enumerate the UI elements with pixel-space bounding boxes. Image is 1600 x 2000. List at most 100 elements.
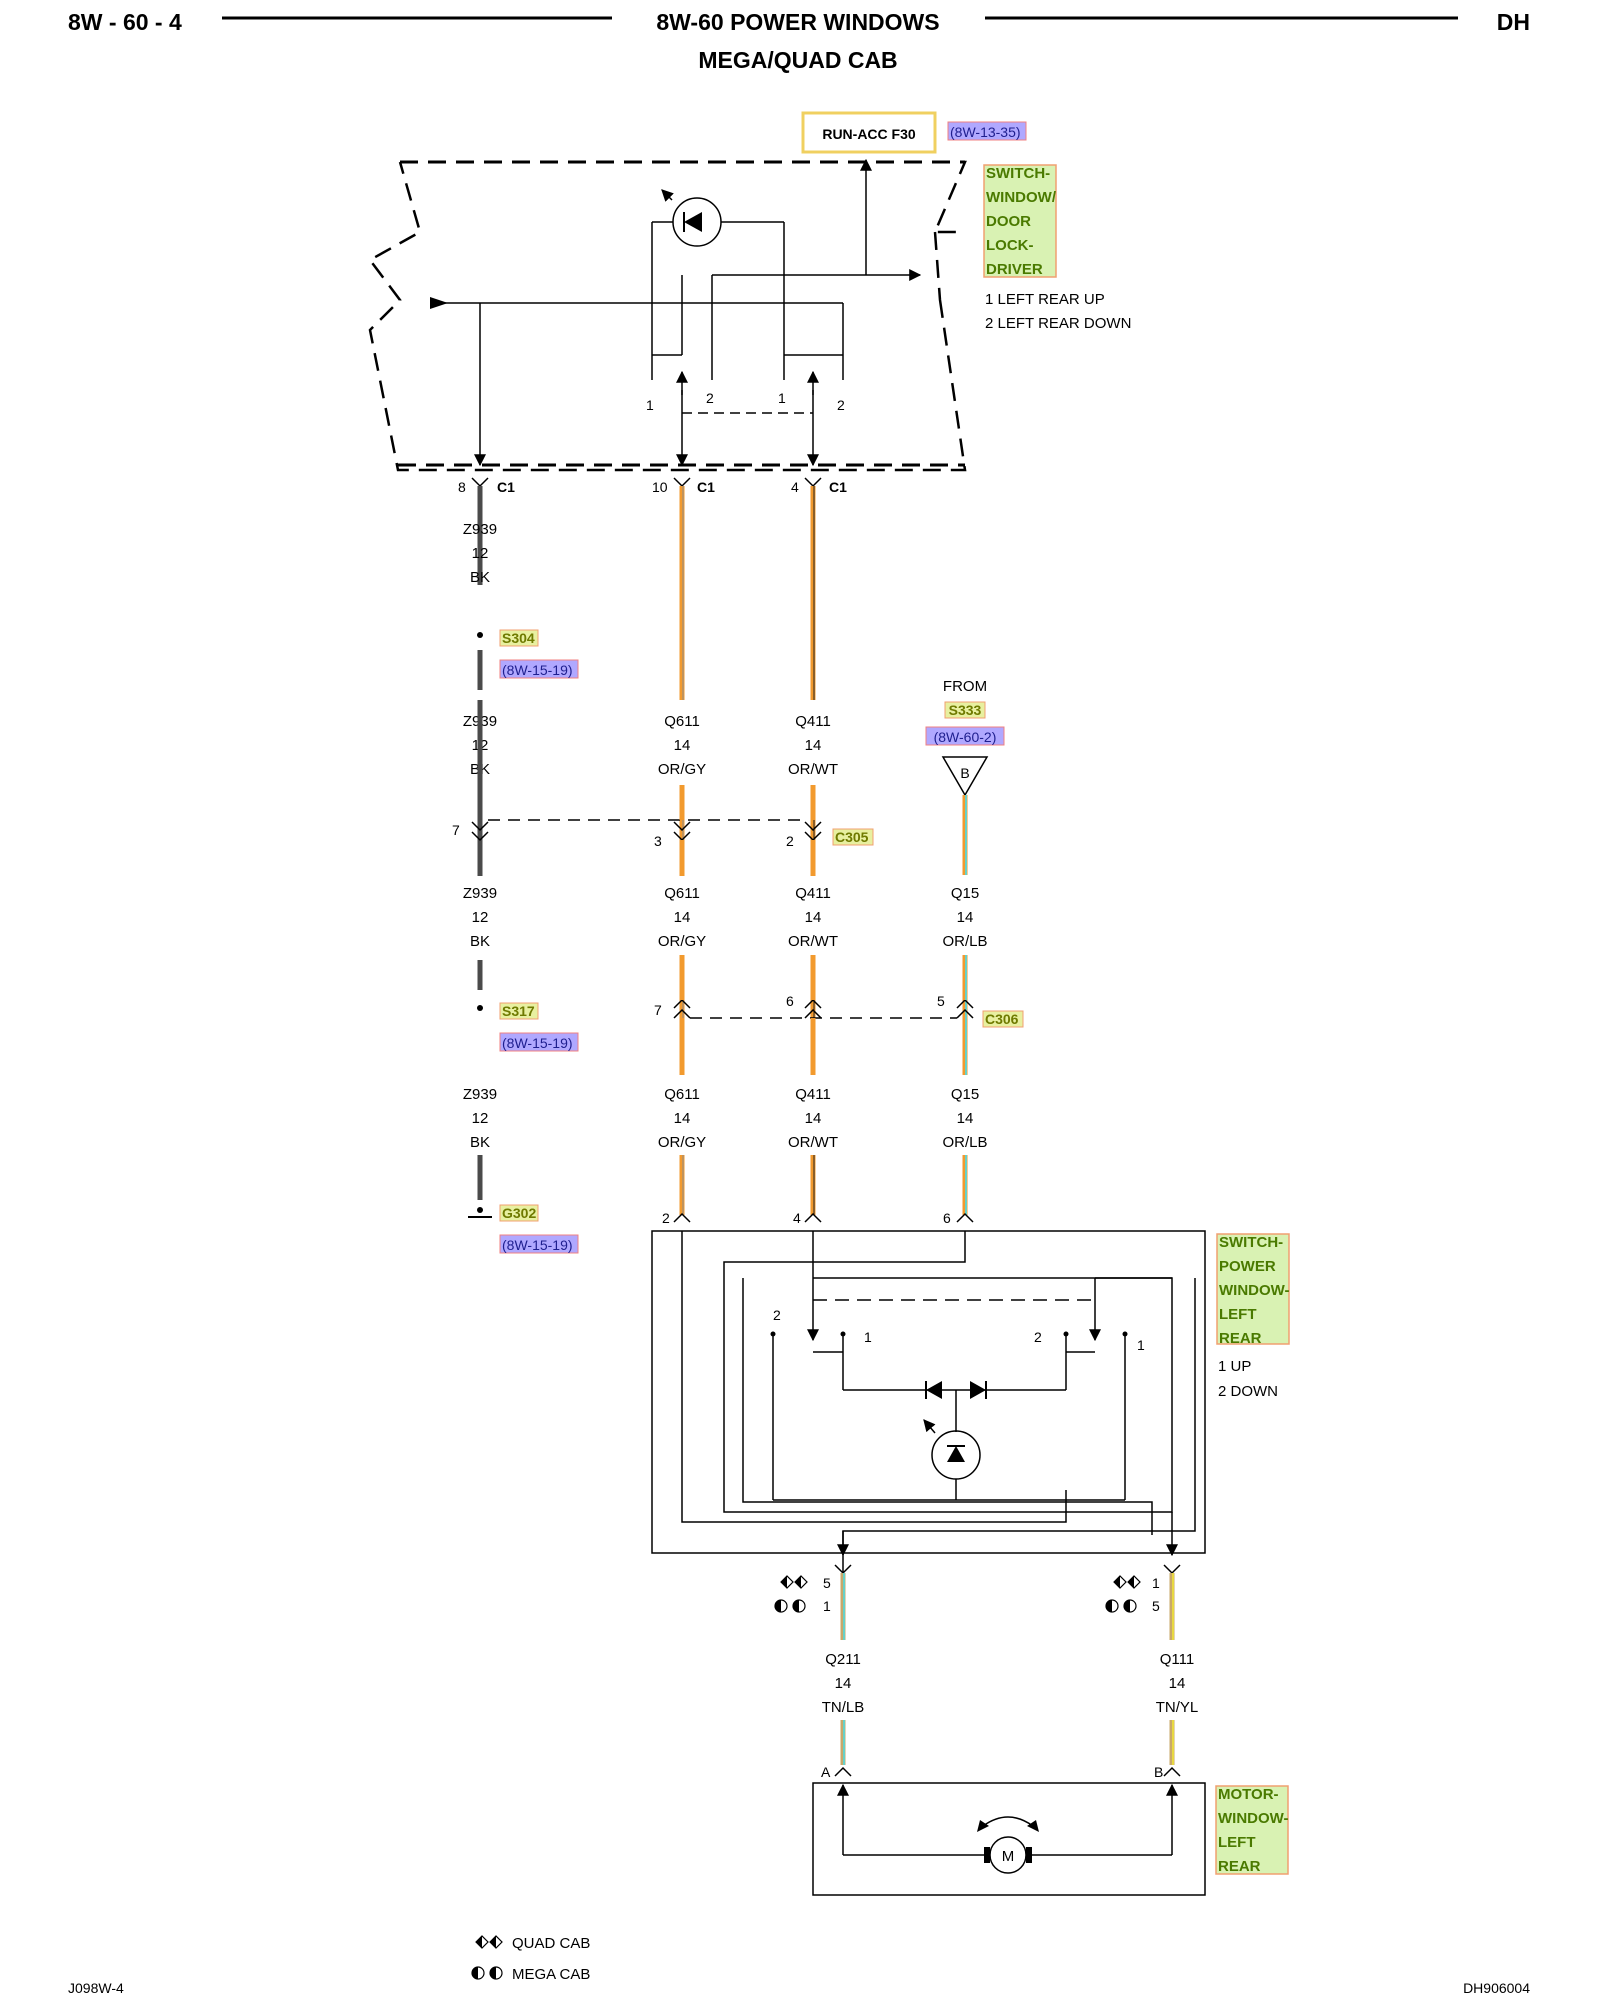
splice-s304: S304 (8W-15-19) — [499, 629, 579, 679]
fuse-ref: (8W-13-35) — [950, 124, 1021, 140]
wire-q211: Q211 14 TN/LB — [822, 1573, 865, 1765]
z939-color-1: BK — [470, 569, 490, 586]
q111-color: TN/YL — [1156, 1699, 1199, 1716]
lr-contact-1a: 1 — [864, 1329, 872, 1345]
from-s333: FROM S333 (8W-60-2) B — [925, 678, 1005, 797]
from-splice: S333 — [949, 702, 982, 718]
svg-text:S317: S317 — [502, 1003, 535, 1019]
c305-id: C305 — [835, 829, 869, 845]
driver-switch-note-1: 1 LEFT REAR UP — [985, 291, 1105, 308]
page-header: 8W - 60 - 4 8W-60 POWER WINDOWS DH MEGA/… — [68, 9, 1530, 73]
driver-switch-name-2: WINDOW/ — [986, 189, 1057, 206]
driver-switch-name-1: SWITCH- — [986, 165, 1050, 182]
q611-id-1: Q611 — [664, 713, 700, 730]
page-number: 8W - 60 - 4 — [68, 9, 182, 35]
legend-mega: MEGA CAB — [512, 1966, 590, 1983]
legend-mega-icon — [471, 1966, 503, 1980]
c306-id: C306 — [985, 1011, 1019, 1027]
lr-contact-1b: 1 — [1137, 1337, 1145, 1353]
lr-top-pin-4: 4 — [793, 1210, 801, 1226]
svg-text:(8W-15-19): (8W-15-19) — [502, 662, 573, 678]
from-flag — [941, 756, 989, 797]
lr-switch-name-1: SWITCH- — [1219, 1234, 1283, 1251]
left-rear-switch: 2 4 6 — [651, 1210, 1290, 1614]
lr-bottom-left-quad-pin: 5 — [823, 1575, 831, 1591]
q15-gauge-1: 14 — [957, 909, 974, 926]
fuse-box — [801, 111, 937, 154]
fuse-ref-bg — [947, 121, 1027, 141]
driver-contact-1b: 1 — [778, 390, 786, 406]
footer-right: DH906004 — [1463, 1980, 1530, 1996]
c1-conn-a: C1 — [497, 479, 515, 495]
q15-gauge-2: 14 — [957, 1110, 974, 1127]
lr-switch-box — [651, 1230, 1206, 1554]
driver-contact-1a: 1 — [646, 397, 654, 413]
c305-pin-2: 2 — [786, 833, 794, 849]
q211-color: TN/LB — [822, 1699, 865, 1716]
q111-gauge: 14 — [1169, 1675, 1186, 1692]
driver-contact-2a: 2 — [706, 390, 714, 406]
lr-switch-name-4: LEFT — [1219, 1306, 1257, 1323]
driver-switch-name-4: LOCK- — [986, 237, 1034, 254]
ground-g302: G302 (8W-15-19) — [499, 1204, 579, 1254]
vehicle-code: DH — [1497, 9, 1530, 35]
page-title: 8W-60 POWER WINDOWS — [656, 9, 939, 35]
q411-color-1: OR/WT — [788, 761, 838, 778]
motor-pin-b: B — [1154, 1764, 1163, 1780]
wire-q111: Q111 14 TN/YL — [1156, 1573, 1199, 1765]
q411-gauge-3: 14 — [805, 1110, 822, 1127]
z939-gauge-3: 12 — [472, 909, 489, 926]
z939-id-3: Z939 — [463, 885, 497, 902]
splice-s317: S317 (8W-15-19) — [499, 1002, 579, 1052]
c306-pin-7: 7 — [654, 1002, 662, 1018]
driver-switch-note-2: 2 LEFT REAR DOWN — [985, 315, 1131, 332]
motor-pin-a: A — [821, 1764, 831, 1780]
c1-pin-10: 10 — [652, 479, 668, 495]
connector-c306: 7 6 5 C306 — [654, 955, 1024, 1075]
q411-id-2: Q411 — [795, 885, 831, 902]
svg-text:(8W-15-19): (8W-15-19) — [502, 1237, 573, 1253]
quad-cab-icon — [1113, 1575, 1141, 1589]
z939-gauge-1: 12 — [472, 545, 489, 562]
c305-pin-3: 3 — [654, 833, 662, 849]
motor-name-3: LEFT — [1218, 1834, 1256, 1851]
q611-color-2: OR/GY — [658, 933, 706, 950]
lr-switch-name-3: WINDOW- — [1219, 1282, 1290, 1299]
driver-switch-name-3: DOOR — [986, 213, 1031, 230]
q611-gauge-2: 14 — [674, 909, 691, 926]
driver-contact-2b: 2 — [837, 397, 845, 413]
q611-gauge-3: 14 — [674, 1110, 691, 1127]
z939-color-3: BK — [470, 933, 490, 950]
q15-color-1: OR/LB — [942, 933, 987, 950]
q111-id: Q111 — [1160, 1651, 1194, 1668]
lr-switch-name-2: POWER — [1219, 1258, 1276, 1275]
lr-contact-2b: 2 — [1034, 1329, 1042, 1345]
q411-gauge-1: 14 — [805, 737, 822, 754]
from-label: FROM — [943, 678, 987, 695]
motor-name-4: REAR — [1218, 1858, 1261, 1875]
motor-rotation-icon — [982, 1816, 1034, 1827]
from-ref: (8W-60-2) — [934, 729, 997, 745]
q211-gauge: 14 — [835, 1675, 852, 1692]
lr-top-pin-2: 2 — [662, 1210, 670, 1226]
svg-text:S304: S304 — [502, 630, 535, 646]
lr-bottom-right-mega-pin: 5 — [1152, 1598, 1160, 1614]
q15-id-2: Q15 — [951, 1086, 979, 1103]
c1-conn-b: C1 — [697, 479, 715, 495]
q611-color-3: OR/GY — [658, 1134, 706, 1151]
fuse-run-acc-f30: RUN-ACC F30 (8W-13-35) — [801, 111, 1027, 154]
c1-conn-c: C1 — [829, 479, 847, 495]
q411-gauge-2: 14 — [805, 909, 822, 926]
z939-color-4: BK — [470, 1134, 490, 1151]
footer-left: J098W-4 — [68, 1980, 124, 1996]
lr-bottom-left-mega-pin: 1 — [823, 1598, 831, 1614]
q411-id-3: Q411 — [795, 1086, 831, 1103]
q611-id-3: Q611 — [664, 1086, 700, 1103]
lr-switch-note-2: 2 DOWN — [1218, 1383, 1278, 1400]
lr-bottom-right-quad-pin: 1 — [1152, 1575, 1160, 1591]
c1-pin-4: 4 — [791, 479, 799, 495]
c1-pin-8: 8 — [458, 479, 466, 495]
motor-name-2: WINDOW- — [1218, 1810, 1289, 1827]
q611-color-1: OR/GY — [658, 761, 706, 778]
